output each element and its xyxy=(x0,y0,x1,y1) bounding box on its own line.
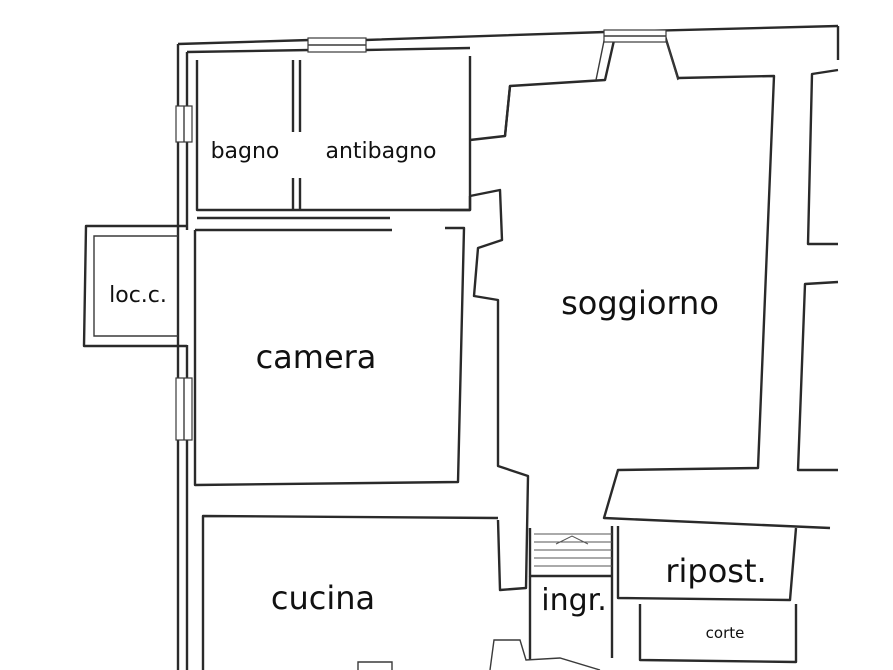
room-label-camera: camera xyxy=(256,338,377,376)
camera-walls xyxy=(193,226,466,487)
room-label-bagno: bagno xyxy=(211,139,280,164)
windows xyxy=(175,29,667,441)
room-label-corte: corte xyxy=(706,624,745,642)
ingresso-walls xyxy=(528,528,612,660)
room-label-soggiorno: soggiorno xyxy=(561,284,719,322)
bottom-openings xyxy=(357,639,601,670)
loc-c-room xyxy=(82,224,187,348)
bagno-antibagno-walls xyxy=(195,56,472,220)
room-label-ingresso: ingr. xyxy=(541,583,607,618)
room-label-ripostiglio: ripost. xyxy=(665,552,766,590)
stairs xyxy=(534,533,612,567)
room-label-antibagno: antibagno xyxy=(326,139,437,164)
room-label-cucina: cucina xyxy=(271,579,375,617)
room-label-loc-c: loc.c. xyxy=(109,283,167,308)
cucina-walls xyxy=(201,514,499,670)
soggiorno-walls xyxy=(503,35,831,530)
ripostiglio-corte-walls xyxy=(610,526,798,664)
